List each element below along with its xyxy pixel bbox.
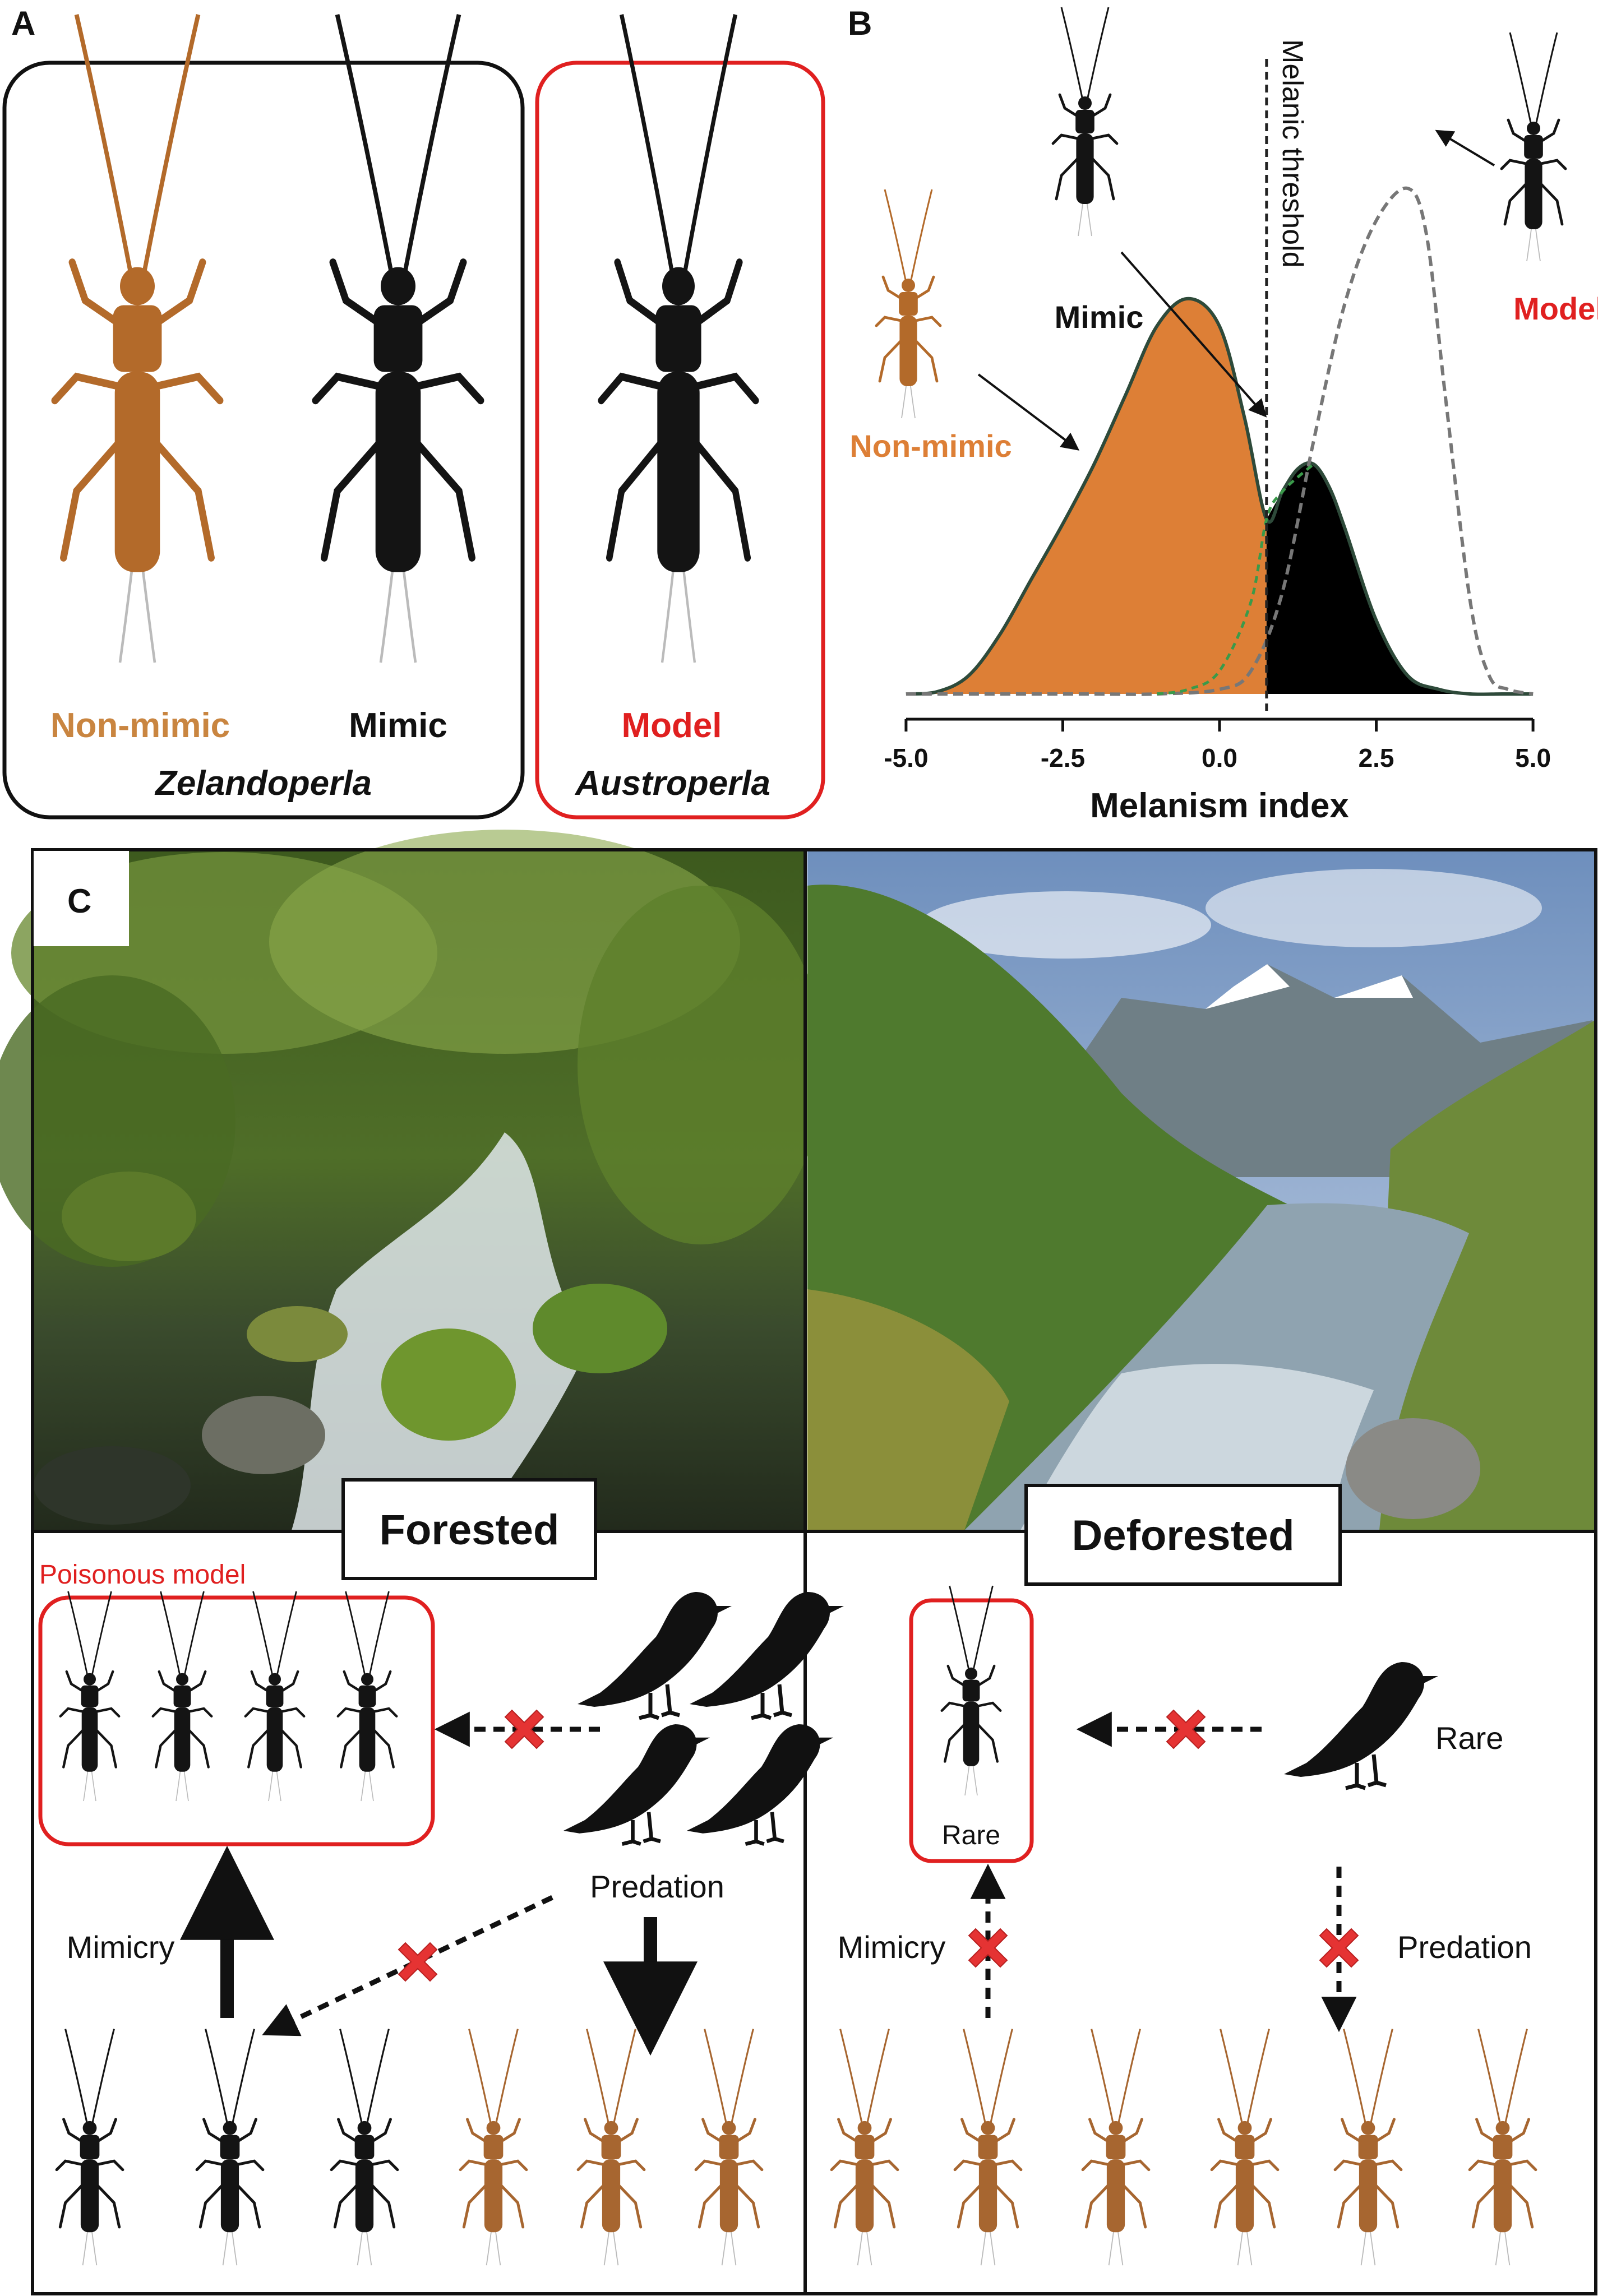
deforested-label: Deforested: [1072, 1512, 1295, 1559]
mimic-fly-icon: [57, 2029, 123, 2266]
nonmimic-fly-icon: [696, 2029, 762, 2266]
nonmimic-fly-icon: [1083, 2029, 1149, 2266]
b-nonmimic-label: Non-mimic: [849, 428, 1012, 464]
nonmimic-fly-icon: [1335, 2029, 1401, 2266]
mimic-fly-icon: [331, 2029, 398, 2266]
rare-model-box: [909, 1598, 1034, 1863]
b-model-label: Model: [1513, 291, 1598, 326]
predation-label: Predation: [590, 1869, 724, 1904]
melanism-chart: -5.0 -2.5 0.0 2.5 5.0 Melanism index: [884, 59, 1551, 825]
x-tick-label: -2.5: [1041, 743, 1085, 772]
bird-icon: [1284, 1662, 1438, 1788]
mimic-fly-icon: [197, 2029, 263, 2266]
rare-model-label: Rare: [942, 1821, 1000, 1850]
zelandoperla-outline: [906, 297, 1534, 696]
nonmimic-fly-icon: [1212, 2029, 1278, 2266]
nonmimic-specimen-icon: [55, 15, 220, 663]
model-pointer-arrow: [1435, 129, 1495, 166]
model-fly-icon: [338, 1591, 397, 1801]
mimic-pointer-arrow: [1120, 251, 1267, 418]
threshold-label: Melanic threshold: [1276, 39, 1309, 268]
model-fly-icon: [61, 1591, 119, 1801]
panel-a-letter: A: [11, 4, 35, 42]
nonmimic-fly-icon: [955, 2029, 1021, 2266]
rare-model-fly-icon: [942, 1586, 1001, 1795]
nonmimic-pointer-arrow: [977, 373, 1080, 451]
forested-label: Forested: [380, 1506, 560, 1554]
bird-icon: [564, 1724, 710, 1844]
panel-b-letter: B: [848, 4, 872, 42]
mimicry-label: Mimicry: [67, 1929, 175, 1965]
panel-a-nonmimic-label: Non-mimic: [50, 706, 230, 745]
zelandoperla-box: [2, 61, 525, 820]
panel-a-genus-zel: Zelandoperla: [154, 764, 372, 803]
panel-c-border: [31, 848, 1597, 2295]
nonmimic-fly-icon: [832, 2029, 898, 2266]
deforested-photo: [807, 851, 1595, 1530]
b-mimic-icon: [1053, 7, 1117, 236]
forested-label-box: [341, 1478, 597, 1580]
mimic-component-curve: [1156, 463, 1315, 696]
b-nonmimic-icon: [876, 189, 940, 418]
x-tick-label: 2.5: [1359, 743, 1394, 772]
bird-icon: [687, 1724, 833, 1844]
mimic-specimen-icon: [316, 15, 481, 663]
model-fly-icon: [153, 1591, 212, 1801]
model-specimen-icon: [601, 15, 756, 663]
x-tick-label: -5.0: [884, 743, 928, 772]
x-tick-label: 0.0: [1202, 743, 1237, 772]
b-mimic-label: Mimic: [1055, 299, 1144, 335]
deforested-label-box: [1024, 1484, 1342, 1586]
panel-a-model-label: Model: [621, 706, 722, 745]
panel-a-genus-aus: Austroperla: [574, 764, 770, 803]
red-x-icon: [398, 1942, 437, 1982]
predation-label-right: Predation: [1397, 1929, 1532, 1965]
forested-photo: [0, 830, 824, 1530]
panel-c-letter: C: [67, 882, 91, 920]
rare-bird-label: Rare: [1435, 1720, 1503, 1756]
panel-a-mimic-label: Mimic: [349, 706, 447, 745]
nonmimic-area: [906, 298, 1267, 694]
austroperla-curve: [906, 186, 1534, 696]
poisonous-model-box: [38, 1595, 435, 1846]
model-fly-icon: [246, 1591, 304, 1801]
nonmimic-fly-icon: [460, 2029, 526, 2266]
nonmimic-fly-icon: [578, 2029, 644, 2266]
b-model-icon: [1502, 33, 1565, 261]
austroperla-box: [535, 61, 825, 820]
panel-c-letter-box: [34, 851, 129, 946]
x-axis-label: Melanism index: [1090, 786, 1349, 825]
x-tick-label: 5.0: [1515, 743, 1551, 772]
nonmimic-fly-icon: [1470, 2029, 1536, 2266]
poisonous-model-label: Poisonous model: [39, 1560, 246, 1590]
mimicry-label-right: Mimicry: [838, 1929, 946, 1965]
mimic-area: [1266, 462, 1534, 695]
